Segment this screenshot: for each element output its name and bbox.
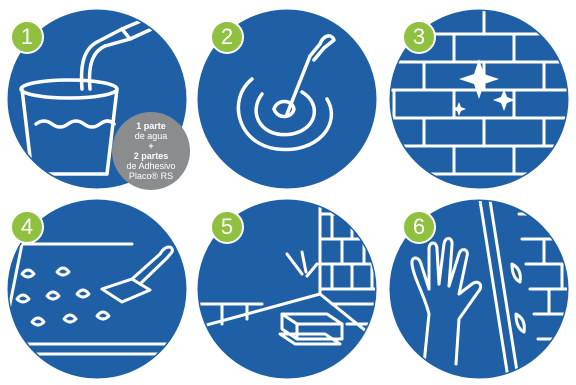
ratio-note-line: + bbox=[148, 141, 153, 151]
step-6: 6 bbox=[384, 194, 574, 384]
step-number-badge: 2 bbox=[210, 20, 244, 54]
step-4: 4 bbox=[2, 194, 192, 384]
ratio-note-line: de agua bbox=[135, 131, 168, 141]
ratio-note-line: 1 parte bbox=[136, 121, 166, 131]
ratio-note: 1 parte de agua + 2 partes de Adhesivo P… bbox=[112, 112, 190, 190]
step-number-badge: 6 bbox=[402, 210, 436, 244]
step-number-badge: 1 bbox=[10, 20, 44, 54]
ratio-note-line: Placo® RS bbox=[129, 171, 173, 181]
ratio-note-line: 2 partes bbox=[134, 151, 169, 161]
step-2: 2 bbox=[192, 4, 382, 194]
step-number-badge: 3 bbox=[402, 20, 436, 54]
step-5: 5 bbox=[192, 194, 382, 384]
ratio-note-line: de Adhesivo bbox=[126, 161, 175, 171]
step-number-badge: 5 bbox=[210, 210, 244, 244]
step-3: 3 bbox=[384, 4, 574, 194]
step-1: 1 1 parte de agua + 2 partes de Adhesivo… bbox=[2, 4, 192, 194]
step-number-badge: 4 bbox=[10, 210, 44, 244]
